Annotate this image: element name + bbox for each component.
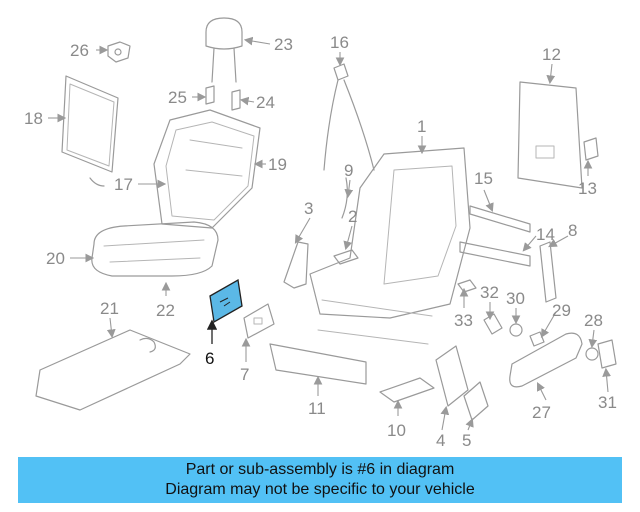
banner-line-2: Diagram may not be specific to your vehi… <box>165 481 475 498</box>
part-9-cable <box>341 177 348 219</box>
callout-17: 17 <box>114 175 133 194</box>
part-32-bracket <box>483 313 503 335</box>
callout-23: 23 <box>274 35 293 54</box>
callout-3: 3 <box>304 199 313 218</box>
callout-19: 19 <box>268 155 287 174</box>
callout-21: 21 <box>100 299 119 318</box>
leader-lines <box>48 36 611 431</box>
part-5-cover <box>463 381 489 421</box>
part-16-cable <box>323 63 375 171</box>
callout-29: 29 <box>552 301 571 320</box>
callout-1: 1 <box>417 117 426 136</box>
part-6-highlighted <box>209 278 243 324</box>
part-10-trim <box>379 377 435 403</box>
callout-20: 20 <box>46 249 65 268</box>
callout-5: 5 <box>462 431 471 450</box>
part-3-bracket <box>283 241 309 289</box>
callout-33: 33 <box>454 311 473 330</box>
callout-27: 27 <box>532 403 551 422</box>
part-21-mat <box>35 329 191 411</box>
part-30-clip <box>509 323 523 337</box>
parts-diagram: 1 2 3 4 5 6 7 8 9 10 11 12 13 14 15 16 1… <box>24 17 617 450</box>
callout-4: 4 <box>436 431 445 450</box>
callout-32: 32 <box>480 283 499 302</box>
part-33-clip <box>457 279 477 293</box>
callout-labels: 1 2 3 4 5 6 7 8 9 10 11 12 13 14 15 16 1… <box>24 33 617 450</box>
part-20-cushion <box>91 221 219 277</box>
part-2-bracket <box>333 249 359 265</box>
callout-2: 2 <box>348 207 357 226</box>
part-29-clip <box>529 331 545 347</box>
callout-31: 31 <box>598 393 617 412</box>
callout-14: 14 <box>536 225 555 244</box>
callout-24: 24 <box>256 93 275 112</box>
callout-26: 26 <box>70 41 89 60</box>
part-8-bracket <box>539 241 557 303</box>
part-14-rail <box>459 241 531 267</box>
callout-12: 12 <box>542 45 561 64</box>
info-banner: Part or sub-assembly is #6 in diagram Di… <box>18 457 622 503</box>
part-19-seatback <box>153 109 261 229</box>
banner-line-1: Part or sub-assembly is #6 in diagram <box>185 461 455 478</box>
callout-8: 8 <box>568 221 577 240</box>
callout-11: 11 <box>308 399 326 418</box>
part-18-seatback-panel <box>61 75 119 187</box>
part-15-rail <box>469 205 531 233</box>
part-24-guide <box>231 89 241 111</box>
callout-7: 7 <box>240 365 249 384</box>
callout-16: 16 <box>330 33 349 52</box>
part-11-cover <box>269 343 367 385</box>
part-26-clip <box>107 41 131 63</box>
part-1-seat-frame <box>309 147 471 345</box>
callout-22: 22 <box>156 301 175 320</box>
callout-13: 13 <box>578 179 597 198</box>
part-27-armrest <box>509 332 583 388</box>
part-28-cap <box>585 347 599 361</box>
callout-6: 6 <box>205 349 214 368</box>
callout-15: 15 <box>474 169 493 188</box>
callout-25: 25 <box>168 88 187 107</box>
part-12-back-panel <box>517 81 583 189</box>
part-31-bracket <box>597 339 617 369</box>
callout-10: 10 <box>387 421 406 440</box>
part-4-cover <box>435 345 469 407</box>
part-7-bracket <box>243 303 275 339</box>
part-25-guide <box>205 85 215 105</box>
part-23-headrest <box>205 17 243 83</box>
callout-30: 30 <box>506 289 525 308</box>
callout-18: 18 <box>24 109 43 128</box>
part-13-clip <box>583 137 599 161</box>
callout-28: 28 <box>584 311 603 330</box>
callout-9: 9 <box>344 161 353 180</box>
